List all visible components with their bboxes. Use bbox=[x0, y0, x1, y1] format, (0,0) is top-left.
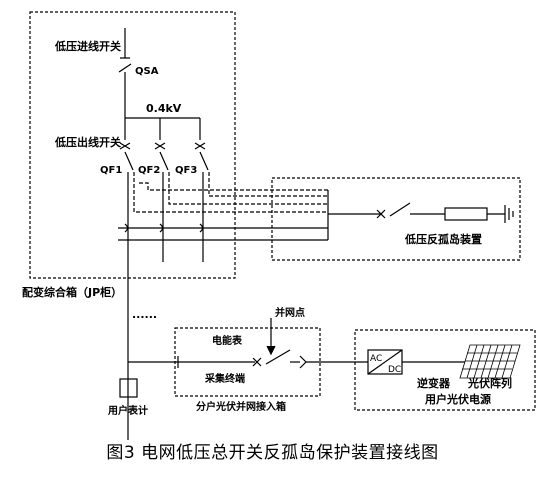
qf3-label: QF3 bbox=[175, 165, 197, 176]
signal-line-1 bbox=[133, 172, 328, 213]
jp-cabinet-label: 配变综合箱（JP柜） bbox=[22, 285, 122, 299]
dc-label: DC bbox=[388, 365, 401, 375]
ac-label: AC bbox=[370, 354, 382, 364]
anti-islanding-label: 低压反孤岛装置 bbox=[404, 232, 482, 246]
pv-array-label: 光伏阵列 bbox=[467, 376, 512, 390]
ellipsis-mark: ...... bbox=[132, 308, 157, 321]
qf1-breaker-symbol bbox=[119, 142, 134, 171]
qf3-breaker-symbol bbox=[194, 142, 209, 171]
inverter-label: 逆变器 bbox=[417, 376, 451, 390]
qsa-label: QSA bbox=[135, 66, 159, 77]
energy-meter-label: 电能表 bbox=[212, 334, 243, 347]
household-switch-symbol bbox=[252, 349, 291, 367]
grid-point-label: 并网点 bbox=[275, 306, 305, 319]
pv-array-symbol bbox=[459, 344, 521, 379]
jp-cabinet-box bbox=[29, 11, 236, 279]
user-pv-source-label: 用户光伏电源 bbox=[425, 392, 491, 406]
qf1-label: QF1 bbox=[100, 165, 122, 176]
ground-symbol bbox=[504, 205, 514, 223]
qsa-fuse-symbol bbox=[118, 57, 132, 73]
voltage-label: 0.4kV bbox=[146, 102, 182, 115]
signal-line-4 bbox=[139, 182, 328, 191]
user-pv-box bbox=[354, 329, 536, 411]
incoming-switch-label: 低压进线开关 bbox=[54, 39, 121, 53]
signal-line-2 bbox=[168, 172, 328, 205]
device-switch-symbol bbox=[376, 202, 411, 219]
user-meter-box bbox=[119, 378, 138, 398]
household-box-label: 分户光伏并网接入箱 bbox=[196, 400, 286, 413]
qf2-label: QF2 bbox=[138, 165, 160, 176]
device-resistor bbox=[444, 207, 488, 221]
figure-caption: 图3 电网低压总开关反孤岛保护装置接线图 bbox=[106, 443, 439, 463]
user-meter-label: 用户表计 bbox=[107, 404, 148, 417]
household-box-outline bbox=[174, 327, 321, 397]
signal-line-3 bbox=[208, 172, 328, 197]
qf2-breaker-symbol bbox=[154, 142, 169, 171]
outgoing-switch-label: 低压出线开关 bbox=[54, 135, 121, 149]
acquisition-terminal-label: 采集终端 bbox=[204, 372, 245, 385]
